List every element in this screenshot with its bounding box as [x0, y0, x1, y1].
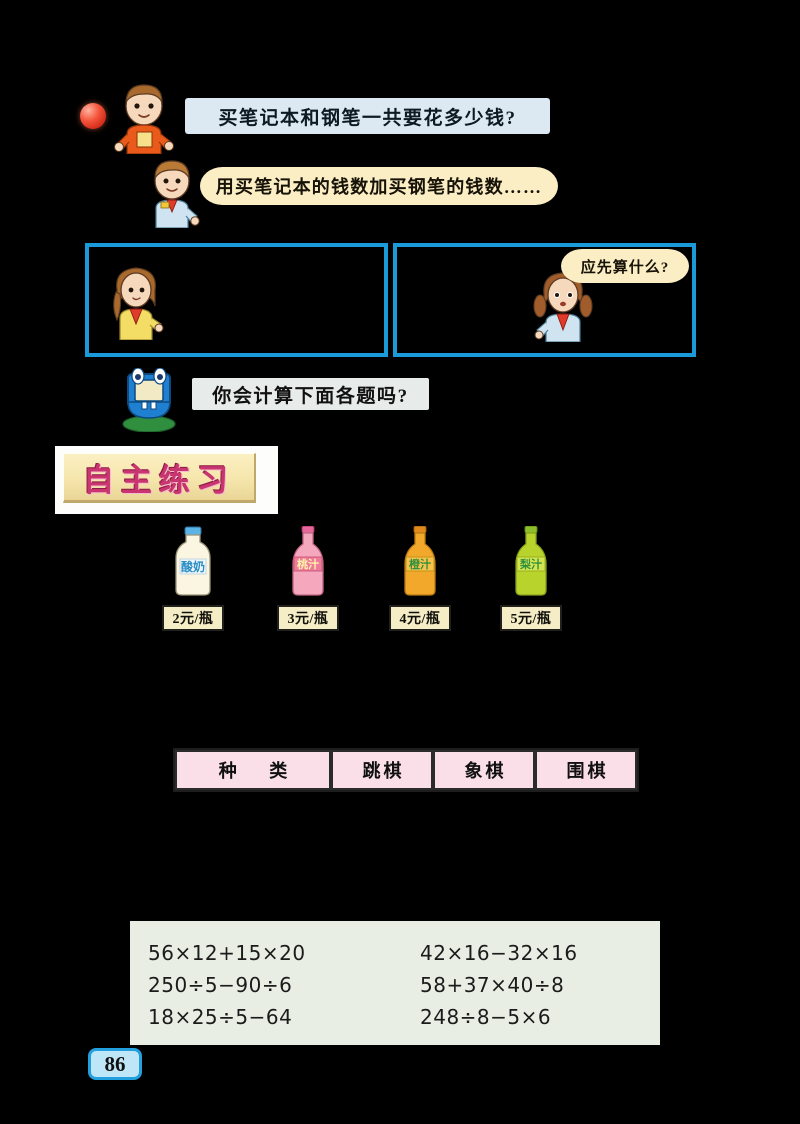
speech-text-question-1: 买笔记本和钢笔一共要花多少钱? — [218, 107, 517, 129]
drink-item-0: 酸奶 2元/瓶 — [162, 526, 224, 631]
svg-text:酸奶: 酸奶 — [181, 559, 205, 574]
table-header-tiaoqi: 跳棋 — [331, 750, 433, 790]
price-tag-2: 4元/瓶 — [389, 605, 451, 631]
boy-blue-shirt-character — [154, 160, 200, 228]
drink-item-2: 橙汁 4元/瓶 — [389, 525, 451, 631]
math-expression-left-0: 56×12+15×20 — [148, 941, 306, 965]
peach-juice-bottle-icon: 桃汁 — [292, 525, 324, 596]
speech-bubble-question-1: 买笔记本和钢笔一共要花多少钱? — [185, 98, 550, 134]
girl-yellow-shirt-character — [113, 267, 164, 340]
math-expression-right-1: 58+37×40÷8 — [420, 973, 565, 997]
math-column-left: 56×12+15×20 250÷5−90÷6 18×25÷5−64 — [148, 937, 306, 1033]
speech-text-hint-1: 用买笔记本的钱数加买钢笔的钱数…… — [215, 177, 543, 197]
math-expression-right-2: 248÷8−5×6 — [420, 1005, 552, 1029]
table-header-xiangqi: 象棋 — [433, 750, 535, 790]
table-row: 种 类 跳棋 象棋 围棋 — [175, 750, 637, 790]
price-tag-3: 5元/瓶 — [500, 605, 562, 631]
pear-juice-bottle-icon: 梨汁 — [515, 525, 547, 596]
math-expression-right-0: 42×16−32×16 — [420, 941, 578, 965]
page-number-badge: 86 — [88, 1048, 142, 1080]
math-expression-left-2: 18×25÷5−64 — [148, 1005, 293, 1029]
practice-banner-plate: 自主练习 — [63, 453, 256, 503]
blue-book-mascot-icon — [122, 368, 176, 432]
math-column-right: 42×16−32×16 58+37×40÷8 248÷8−5×6 — [420, 937, 578, 1033]
speech-bubble-hint-2: 应先算什么? — [561, 249, 689, 283]
svg-text:梨汁: 梨汁 — [519, 557, 542, 571]
price-tag-1: 3元/瓶 — [277, 605, 339, 631]
math-expression-left-1: 250÷5−90÷6 — [148, 973, 293, 997]
chess-category-table: 种 类 跳棋 象棋 围棋 — [173, 748, 639, 792]
math-exercise-box: 56×12+15×20 250÷5−90÷6 18×25÷5−64 42×16−… — [130, 921, 660, 1045]
red-ball-bullet — [80, 103, 106, 129]
table-header-weiqi: 围棋 — [535, 750, 637, 790]
drink-item-3: 梨汁 5元/瓶 — [500, 525, 562, 631]
speech-text-prompt: 你会计算下面各题吗? — [212, 385, 409, 407]
price-tag-0: 2元/瓶 — [162, 605, 224, 631]
table-header-category: 种 类 — [175, 750, 331, 790]
drink-item-1: 桃汁 3元/瓶 — [277, 525, 339, 631]
yogurt-bottle-icon: 酸奶 — [175, 526, 211, 596]
practice-banner-title: 自主练习 — [83, 462, 235, 498]
orange-juice-bottle-icon: 橙汁 — [404, 525, 436, 596]
speech-text-hint-2: 应先算什么? — [580, 259, 670, 276]
page-number-text: 86 — [104, 1051, 126, 1076]
svg-text:橙汁: 橙汁 — [409, 557, 431, 571]
boy-orange-shirt-character — [114, 84, 174, 154]
svg-text:桃汁: 桃汁 — [297, 557, 319, 571]
speech-bubble-hint-1: 用买笔记本的钱数加买钢笔的钱数…… — [200, 167, 558, 205]
speech-bubble-prompt: 你会计算下面各题吗? — [192, 378, 429, 410]
